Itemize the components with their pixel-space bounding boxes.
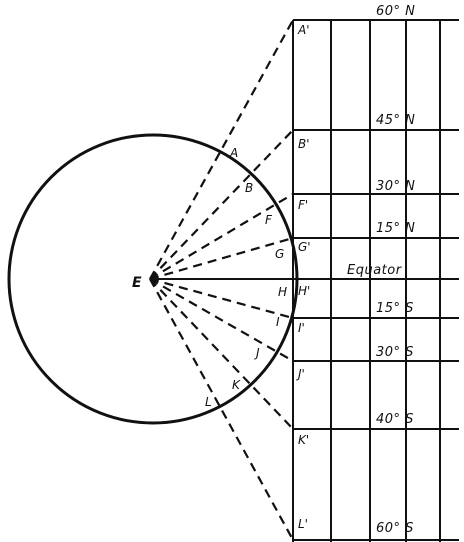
circle-point-label: I <box>276 315 280 329</box>
circle-point-label: K <box>232 378 241 392</box>
projected-point-label: H' <box>298 284 310 298</box>
projected-point-label: I' <box>298 321 305 335</box>
projected-point-labels: A' B' F' G' H' I' J' K' L' <box>296 23 311 531</box>
projected-point-label: B' <box>298 137 310 151</box>
projection-ray-f <box>149 193 294 280</box>
latitude-label: 30° N <box>376 179 415 194</box>
latitude-label: 15° N <box>376 221 415 236</box>
circle-point-label: A <box>229 146 238 160</box>
projection-rays <box>149 19 294 541</box>
circle-point-label: B <box>245 181 253 195</box>
center-label: E <box>132 275 142 291</box>
projection-ray-i <box>149 277 294 320</box>
projected-point-label: L' <box>298 517 308 531</box>
circle-point-label: L <box>205 395 212 409</box>
latitude-label: 45° N <box>376 113 415 128</box>
circle-point-labels: A B F G H I J K L <box>205 146 287 409</box>
latitude-label: 40° S <box>376 412 414 427</box>
projected-point-label: A' <box>297 23 310 37</box>
latitude-label: 30° S <box>376 345 414 360</box>
projection-ray-k <box>149 278 294 430</box>
projection-ray-a <box>149 19 294 280</box>
circle-point-label: H <box>278 285 287 299</box>
projection-ray-l <box>149 278 294 541</box>
circle-point-label: F <box>265 213 273 227</box>
projected-point-label: F' <box>298 198 308 212</box>
latitude-label: 15° S <box>376 301 414 316</box>
latitude-label: 60° N <box>376 4 415 19</box>
parallel-lines <box>150 19 459 541</box>
projection-ray-g <box>149 236 294 281</box>
latitude-label: 60° S <box>376 521 414 536</box>
circle-point-label: J <box>254 346 260 360</box>
projected-point-label: J' <box>296 367 305 381</box>
latitude-label: Equator <box>347 263 403 278</box>
meridian-lines <box>292 20 441 542</box>
projected-point-label: G' <box>298 240 311 254</box>
circle-point-label: G <box>275 247 284 261</box>
projection-ray-b <box>149 129 294 280</box>
projected-point-label: K' <box>298 433 309 447</box>
latitude-labels: 60° N 45° N 30° N 15° N Equator 15° S 30… <box>347 4 415 536</box>
projection-ray-j <box>149 278 294 362</box>
